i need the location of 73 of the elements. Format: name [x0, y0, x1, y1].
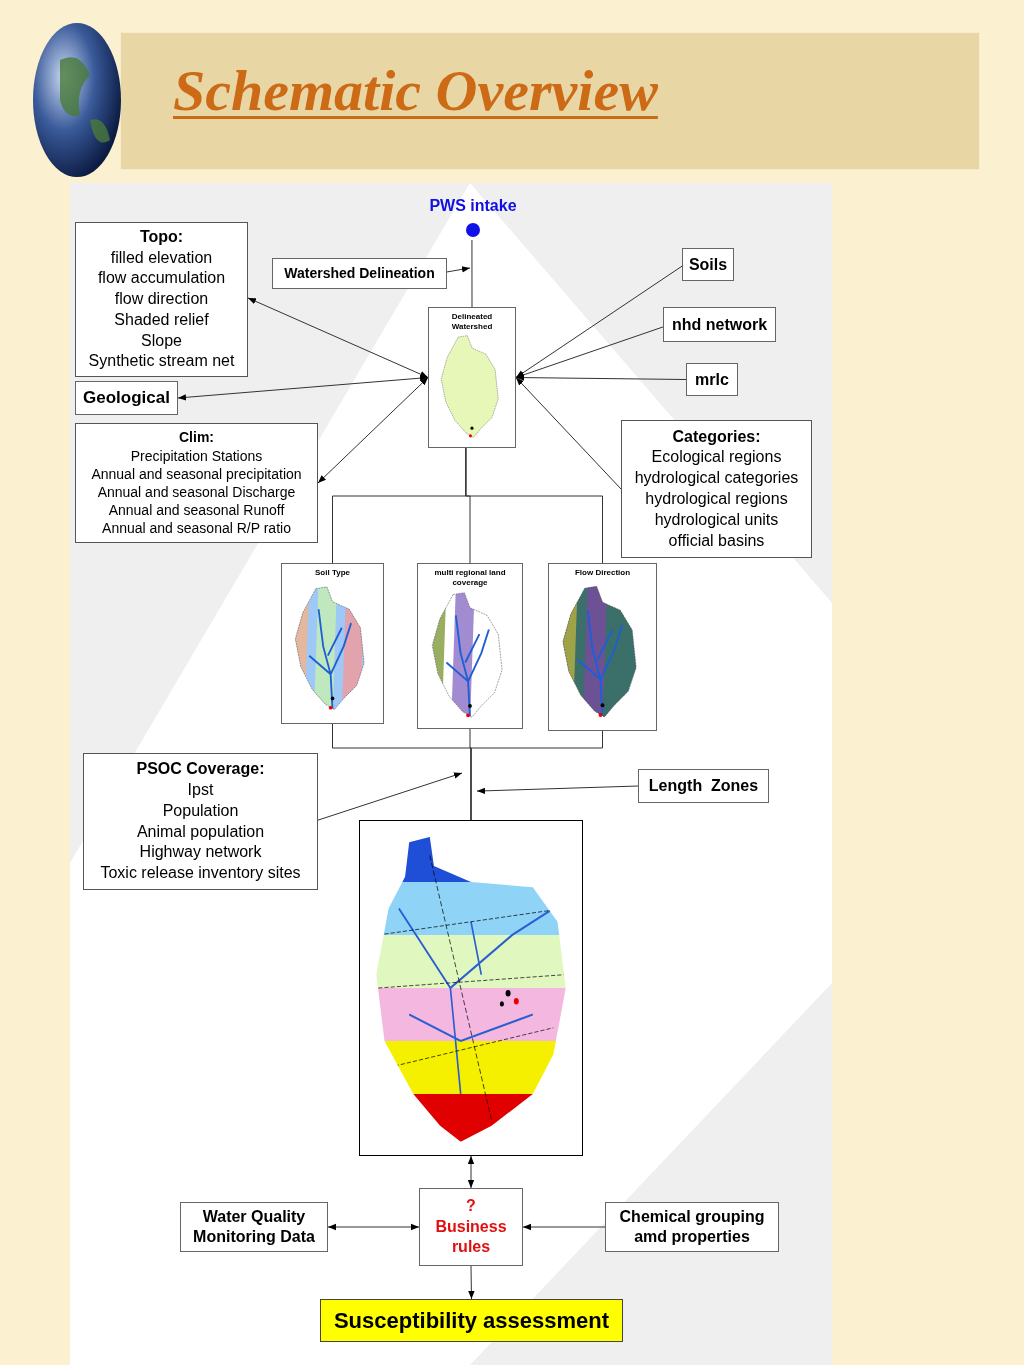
connector-arrow: [467, 1155, 475, 1189]
connector-arrow: [317, 772, 463, 821]
box-text: Water Quality Monitoring Data: [192, 1207, 316, 1247]
info-box: [75, 423, 318, 543]
box-text: mrlc: [695, 369, 729, 390]
panel-title: Flow Direction: [573, 568, 632, 578]
info-box: [621, 420, 812, 558]
connector-arrow: [247, 297, 429, 378]
list-item: Animal population: [136, 821, 265, 842]
panel-title: multi regional land coverage: [433, 568, 507, 588]
connector-arrow: [468, 1265, 475, 1300]
list-item: official basins: [668, 530, 765, 551]
connector-arrow: [522, 1223, 606, 1231]
list-item: Shaded relief: [114, 309, 209, 330]
box-text: Geological: [83, 387, 170, 409]
connector-arrow: [446, 266, 471, 273]
panel-title: Delineated Watershed: [450, 312, 494, 332]
connector-arrow: [515, 377, 622, 490]
box-heading: Clim:: [179, 428, 214, 447]
connector-arrow: [476, 785, 639, 795]
input-box: [682, 248, 734, 281]
map-panel: [548, 563, 657, 731]
page-title: Schematic Overview: [173, 62, 658, 120]
map-panel: [281, 563, 384, 724]
list-item: flow accumulation: [97, 268, 226, 289]
list-item: hydrological units: [654, 509, 779, 530]
map-panel: [417, 563, 523, 729]
list-item: Ipst: [187, 779, 214, 800]
process-box: [419, 1188, 523, 1266]
list-item: Annual and seasonal Runoff: [108, 501, 285, 520]
info-box: [75, 222, 248, 377]
box-text: Soils: [688, 254, 728, 275]
box-text: Business rules: [434, 1216, 508, 1258]
list-item: Toxic release inventory sites: [100, 863, 301, 884]
box-text: ?: [466, 1195, 476, 1216]
intake-label: PWS intake: [429, 196, 517, 216]
connector-arrow: [177, 374, 429, 401]
connector-arrow: [327, 1223, 420, 1231]
box-text: Susceptibility assessment: [333, 1307, 610, 1335]
map-panel: [428, 307, 516, 448]
list-item: flow direction: [114, 289, 209, 310]
box-text: Watershed Delineation: [284, 264, 435, 283]
connector-arrow: [317, 377, 429, 484]
result-box: [320, 1299, 623, 1342]
list-item: hydrological regions: [645, 489, 788, 509]
input-box: [663, 307, 776, 342]
list-item: Synthetic stream net: [88, 351, 235, 372]
connector-arrow: [515, 374, 687, 381]
box-heading: Categories:: [672, 426, 761, 447]
list-item: Highway network: [139, 842, 262, 863]
connector-arrow: [515, 265, 683, 378]
box-heading: PSOC Coverage:: [136, 759, 265, 780]
list-item: Annual and seasonal precipitation: [91, 464, 302, 483]
box-heading: Topo:: [139, 226, 184, 247]
list-item: Precipitation Stations: [130, 446, 263, 465]
list-item: Ecological regions: [651, 447, 782, 468]
list-item: Population: [162, 800, 239, 821]
input-box: [272, 258, 447, 289]
input-box: [686, 363, 738, 396]
input-box: [605, 1202, 779, 1252]
box-text: nhd network: [671, 314, 768, 335]
list-item: Annual and seasonal R/P ratio: [102, 519, 291, 538]
input-box: [75, 381, 178, 415]
box-text: Length Zones: [648, 776, 759, 796]
input-box: [180, 1202, 328, 1252]
panel-title: Soil Type: [314, 568, 351, 578]
box-text: Chemical grouping amd properties: [618, 1207, 766, 1247]
list-item: hydrological categories: [634, 468, 799, 489]
input-box: [638, 769, 769, 803]
list-item: Annual and seasonal Discharge: [97, 483, 296, 502]
list-item: Slope: [141, 330, 182, 351]
info-box: [83, 753, 318, 890]
list-item: filled elevation: [110, 247, 213, 268]
